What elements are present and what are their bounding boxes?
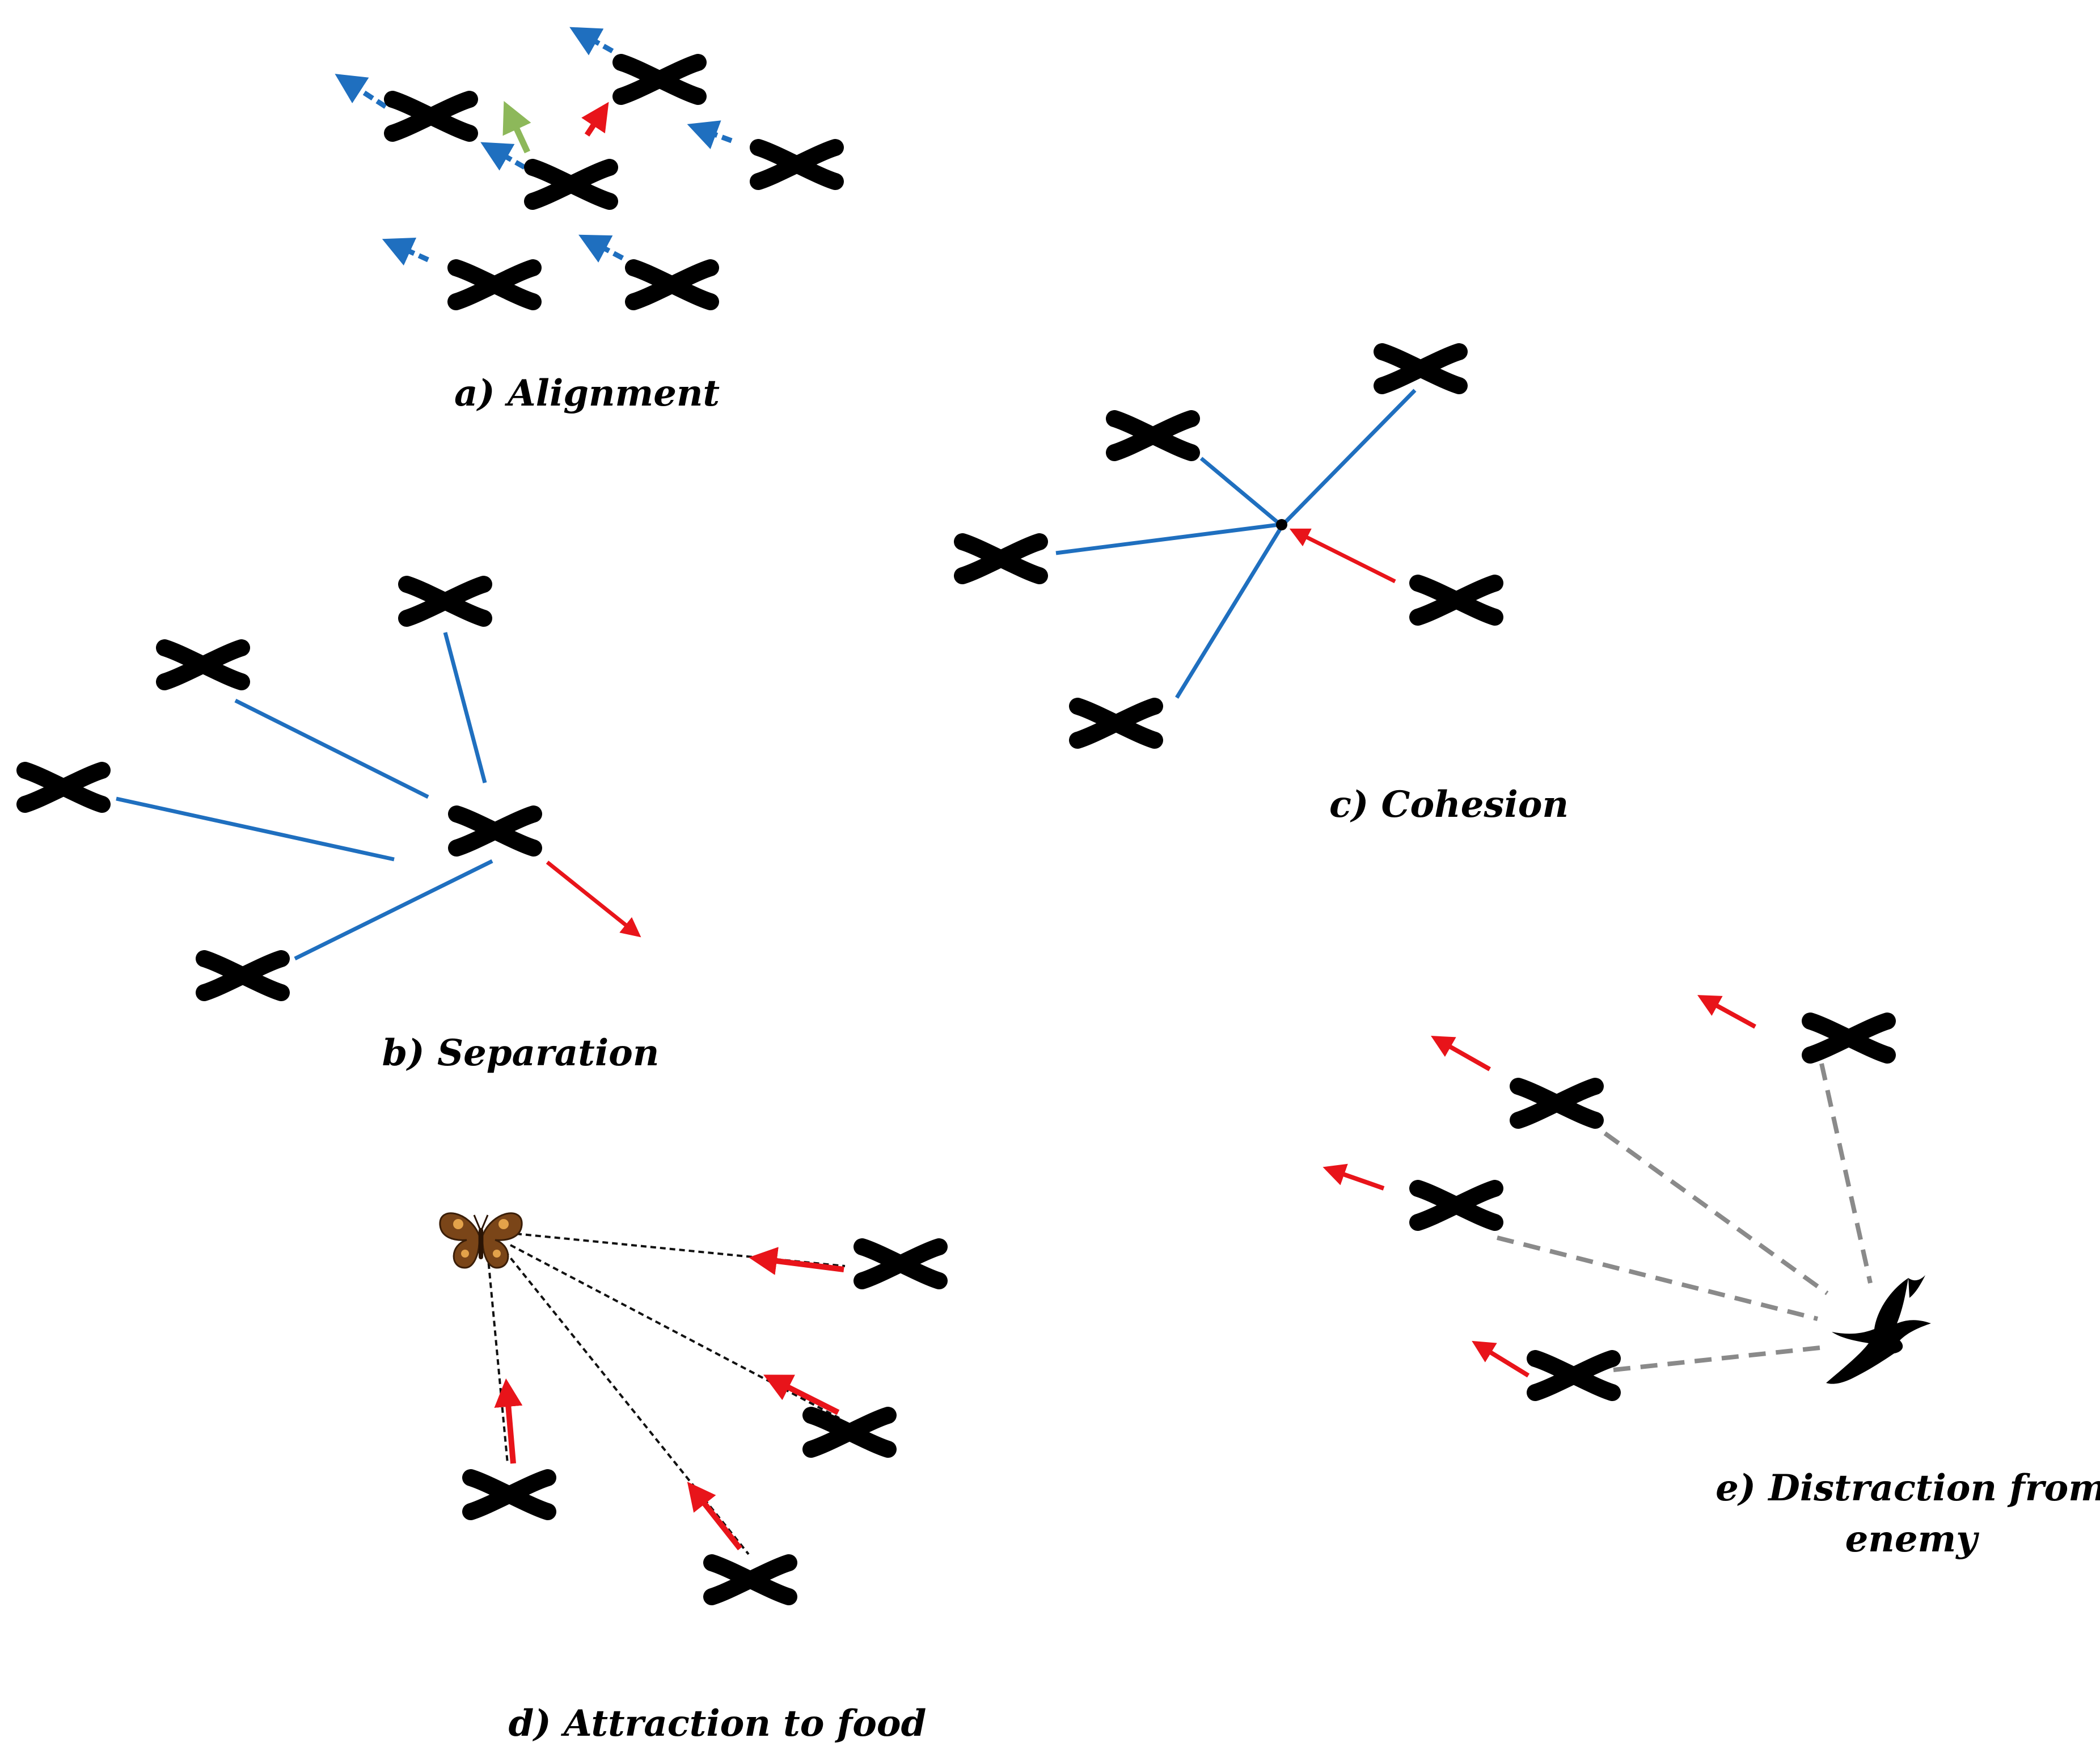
x-mark-icon xyxy=(456,268,533,302)
panel-separation: b) Separation xyxy=(25,584,659,1074)
resulting-vector-arrow xyxy=(1697,995,1756,1029)
resulting-vector-arrow xyxy=(1322,1163,1385,1191)
x-mark-icon xyxy=(633,268,711,302)
x-mark-icon xyxy=(811,1415,888,1449)
x-mark-icon xyxy=(712,1563,789,1597)
resulting-vector-arrow xyxy=(1289,528,1396,584)
x-mark-icon xyxy=(862,1247,939,1281)
resulting-vector-arrow xyxy=(687,1482,742,1551)
x-mark-icon xyxy=(407,584,484,618)
butterfly-icon xyxy=(439,1212,523,1269)
x-mark-icon xyxy=(1810,1021,1887,1055)
caption-alignment: a) Alignment xyxy=(454,372,720,415)
resulting-vector-arrow xyxy=(546,860,641,938)
x-mark-icon xyxy=(621,62,698,96)
x-mark-icon xyxy=(1114,419,1191,453)
heading-arrow xyxy=(687,120,733,149)
heading-arrow xyxy=(335,74,387,109)
food-link xyxy=(510,1244,840,1419)
heading-arrow xyxy=(569,27,614,56)
x-mark-icon xyxy=(25,770,102,804)
enemy-link xyxy=(1613,1345,1826,1372)
panel-alignment: a) Alignment xyxy=(335,27,835,415)
heading-arrow xyxy=(382,237,429,266)
enemy-link xyxy=(1819,1063,1873,1284)
x-mark-icon xyxy=(1078,706,1155,740)
panel-cohesion: c) Cohesion xyxy=(962,352,1569,826)
enemy-links xyxy=(1497,1063,1873,1372)
neighbor-link xyxy=(1281,389,1417,526)
panel-attraction: d) Attraction to food xyxy=(439,1212,939,1745)
caption-distraction-line2: enemy xyxy=(1845,1518,1980,1560)
neighbor-link xyxy=(1199,457,1282,526)
x-mark-icon xyxy=(392,99,470,133)
x-mark-icon xyxy=(1382,352,1459,386)
enemy-link xyxy=(1603,1131,1829,1296)
resulting-vector-arrow xyxy=(1431,1036,1491,1072)
resulting-vector-arrow xyxy=(763,1374,840,1415)
x-mark-icon xyxy=(758,147,835,182)
neighbor-heading-arrows xyxy=(335,27,733,266)
panel-distraction: e) Distraction from enemy xyxy=(1322,995,2100,1560)
eagle-silhouette-icon xyxy=(1826,1275,1931,1384)
x-mark-icon xyxy=(471,1478,548,1512)
resulting-vector-arrow xyxy=(749,1247,844,1275)
caption-separation: b) Separation xyxy=(382,1032,660,1074)
caption-cohesion: c) Cohesion xyxy=(1329,783,1569,826)
center-of-mass-dot xyxy=(1276,519,1287,530)
attraction-arrows xyxy=(494,1247,844,1551)
x-mark-icon xyxy=(1418,583,1495,617)
x-mark-icon xyxy=(1418,1188,1495,1222)
x-mark-icon xyxy=(457,814,534,848)
x-mark-icon xyxy=(962,542,1040,576)
food-link xyxy=(504,1250,750,1555)
x-mark-icon xyxy=(204,959,281,993)
neighbor-links xyxy=(116,632,493,961)
heading-arrow xyxy=(480,142,526,171)
neighbor-links xyxy=(1055,389,1417,699)
neighbor-link xyxy=(116,796,395,862)
neighbor-link xyxy=(443,632,487,783)
caption-attraction: d) Attraction to food xyxy=(509,1702,927,1745)
x-mark-icon xyxy=(533,167,610,201)
x-mark-icon xyxy=(164,648,242,682)
average-heading-arrow xyxy=(502,101,531,154)
enemy-link xyxy=(1497,1235,1818,1321)
neighbor-link xyxy=(1055,522,1279,555)
resulting-vector-arrow xyxy=(581,102,609,137)
resulting-vector-arrow xyxy=(1472,1340,1530,1378)
x-mark-icon xyxy=(1518,1086,1595,1120)
x-mark-icon xyxy=(1535,1359,1612,1393)
neighbor-link xyxy=(294,859,493,961)
caption-distraction-line1: e) Distraction from xyxy=(1716,1467,2100,1509)
neighbor-link xyxy=(234,698,429,799)
flee-arrows xyxy=(1322,995,1756,1378)
heading-arrow xyxy=(578,234,624,263)
resulting-vector-arrow xyxy=(494,1378,523,1464)
food-link xyxy=(487,1253,509,1464)
neighbor-link xyxy=(1175,524,1284,699)
